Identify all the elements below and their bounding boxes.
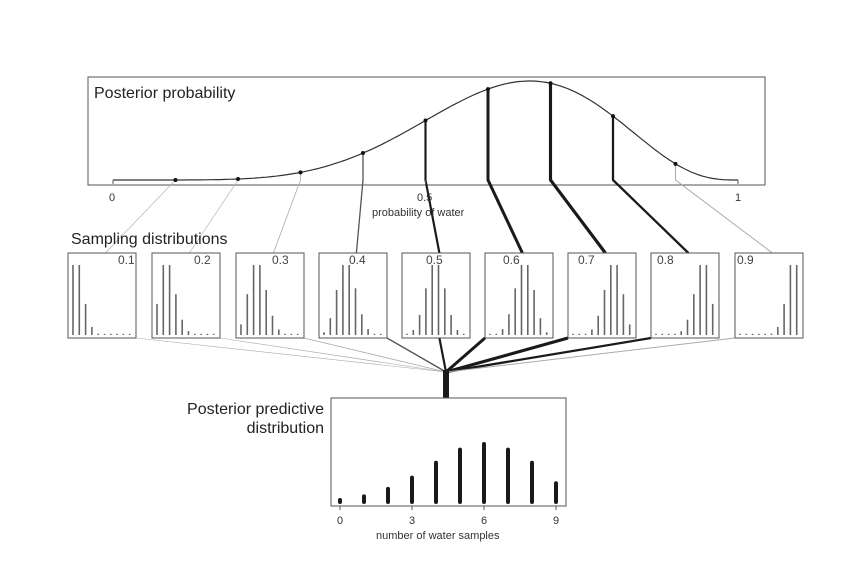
sampling-panel-label: 0.3 — [272, 253, 289, 267]
junction-stem — [443, 370, 449, 398]
panel-to-junction-line — [445, 336, 486, 374]
panel-to-junction-line — [386, 337, 447, 373]
sampling-panel-frame — [401, 252, 471, 339]
posterior-to-panel-line — [611, 116, 690, 254]
posterior-tick-1: 1 — [735, 192, 742, 204]
predictive-tick-6: 6 — [481, 515, 488, 527]
posterior-point — [673, 161, 678, 166]
posterior-points — [173, 81, 678, 182]
sampling-panel-frame — [734, 252, 804, 339]
panel-to-junction-line — [445, 336, 569, 374]
posterior-point — [486, 87, 490, 92]
posterior-point — [548, 81, 553, 86]
posterior-title: Posterior probability — [94, 85, 236, 102]
panel-to-junction-line — [219, 337, 447, 373]
sampling-panel-label: 0.4 — [349, 253, 366, 267]
sampling-panel-label: 0.5 — [426, 253, 443, 267]
posterior-point — [173, 177, 178, 182]
predictive-ticks — [339, 506, 557, 510]
predictive-xlabel: number of water samples — [376, 530, 500, 542]
sampling-panel-label: 0.7 — [578, 253, 595, 267]
sampling-panels — [67, 252, 804, 339]
posterior-to-panel-line — [424, 120, 441, 254]
connector-lines — [135, 336, 736, 374]
sampling-panel-frame — [650, 252, 720, 339]
sampling-panel-label: 0.6 — [503, 253, 520, 267]
predictive-frame — [330, 397, 567, 507]
posterior-to-panel-line — [486, 89, 524, 254]
predictive-tick-9: 9 — [553, 515, 560, 527]
panel-to-junction-line — [303, 337, 447, 373]
predictive-title-line2: distribution — [246, 420, 324, 437]
posterior-ticks — [112, 180, 739, 184]
sampling-title: Sampling distributions — [71, 231, 228, 248]
posterior-point — [423, 118, 428, 123]
sampling-panel-label: 0.8 — [657, 253, 674, 267]
posterior-to-panel-line — [273, 172, 301, 254]
panel-to-junction-line — [445, 336, 652, 374]
sampling-panel-frame — [567, 252, 637, 339]
posterior-tick-0: 0 — [109, 192, 116, 204]
posterior-drop-lines — [105, 83, 773, 254]
posterior-tick-0.5: 0.5 — [417, 192, 433, 204]
predictive-title-line1: Posterior predictive — [187, 401, 324, 418]
sampling-panel-frame — [235, 252, 305, 339]
posterior-to-panel-line — [548, 83, 607, 254]
posterior-point — [361, 151, 365, 156]
panel-to-junction-line — [438, 337, 448, 373]
panel-to-junction-line — [445, 337, 736, 373]
predictive-tick-3: 3 — [409, 515, 416, 527]
panel-to-junction-line — [135, 337, 447, 373]
sampling-panel-label: 0.9 — [737, 253, 754, 267]
posterior-to-panel-line — [355, 153, 364, 254]
predictive-tick-0: 0 — [337, 515, 344, 527]
sampling-panel-label: 0.1 — [118, 253, 135, 267]
posterior-point — [611, 114, 615, 119]
posterior-point — [298, 170, 303, 175]
posterior-to-panel-line — [674, 163, 773, 254]
predictive-bars — [338, 442, 558, 504]
sampling-panel-frame — [484, 252, 554, 339]
sampling-panel-label: 0.2 — [194, 253, 211, 267]
posterior-point — [236, 177, 240, 182]
posterior-xlabel: probability of water — [372, 207, 465, 219]
